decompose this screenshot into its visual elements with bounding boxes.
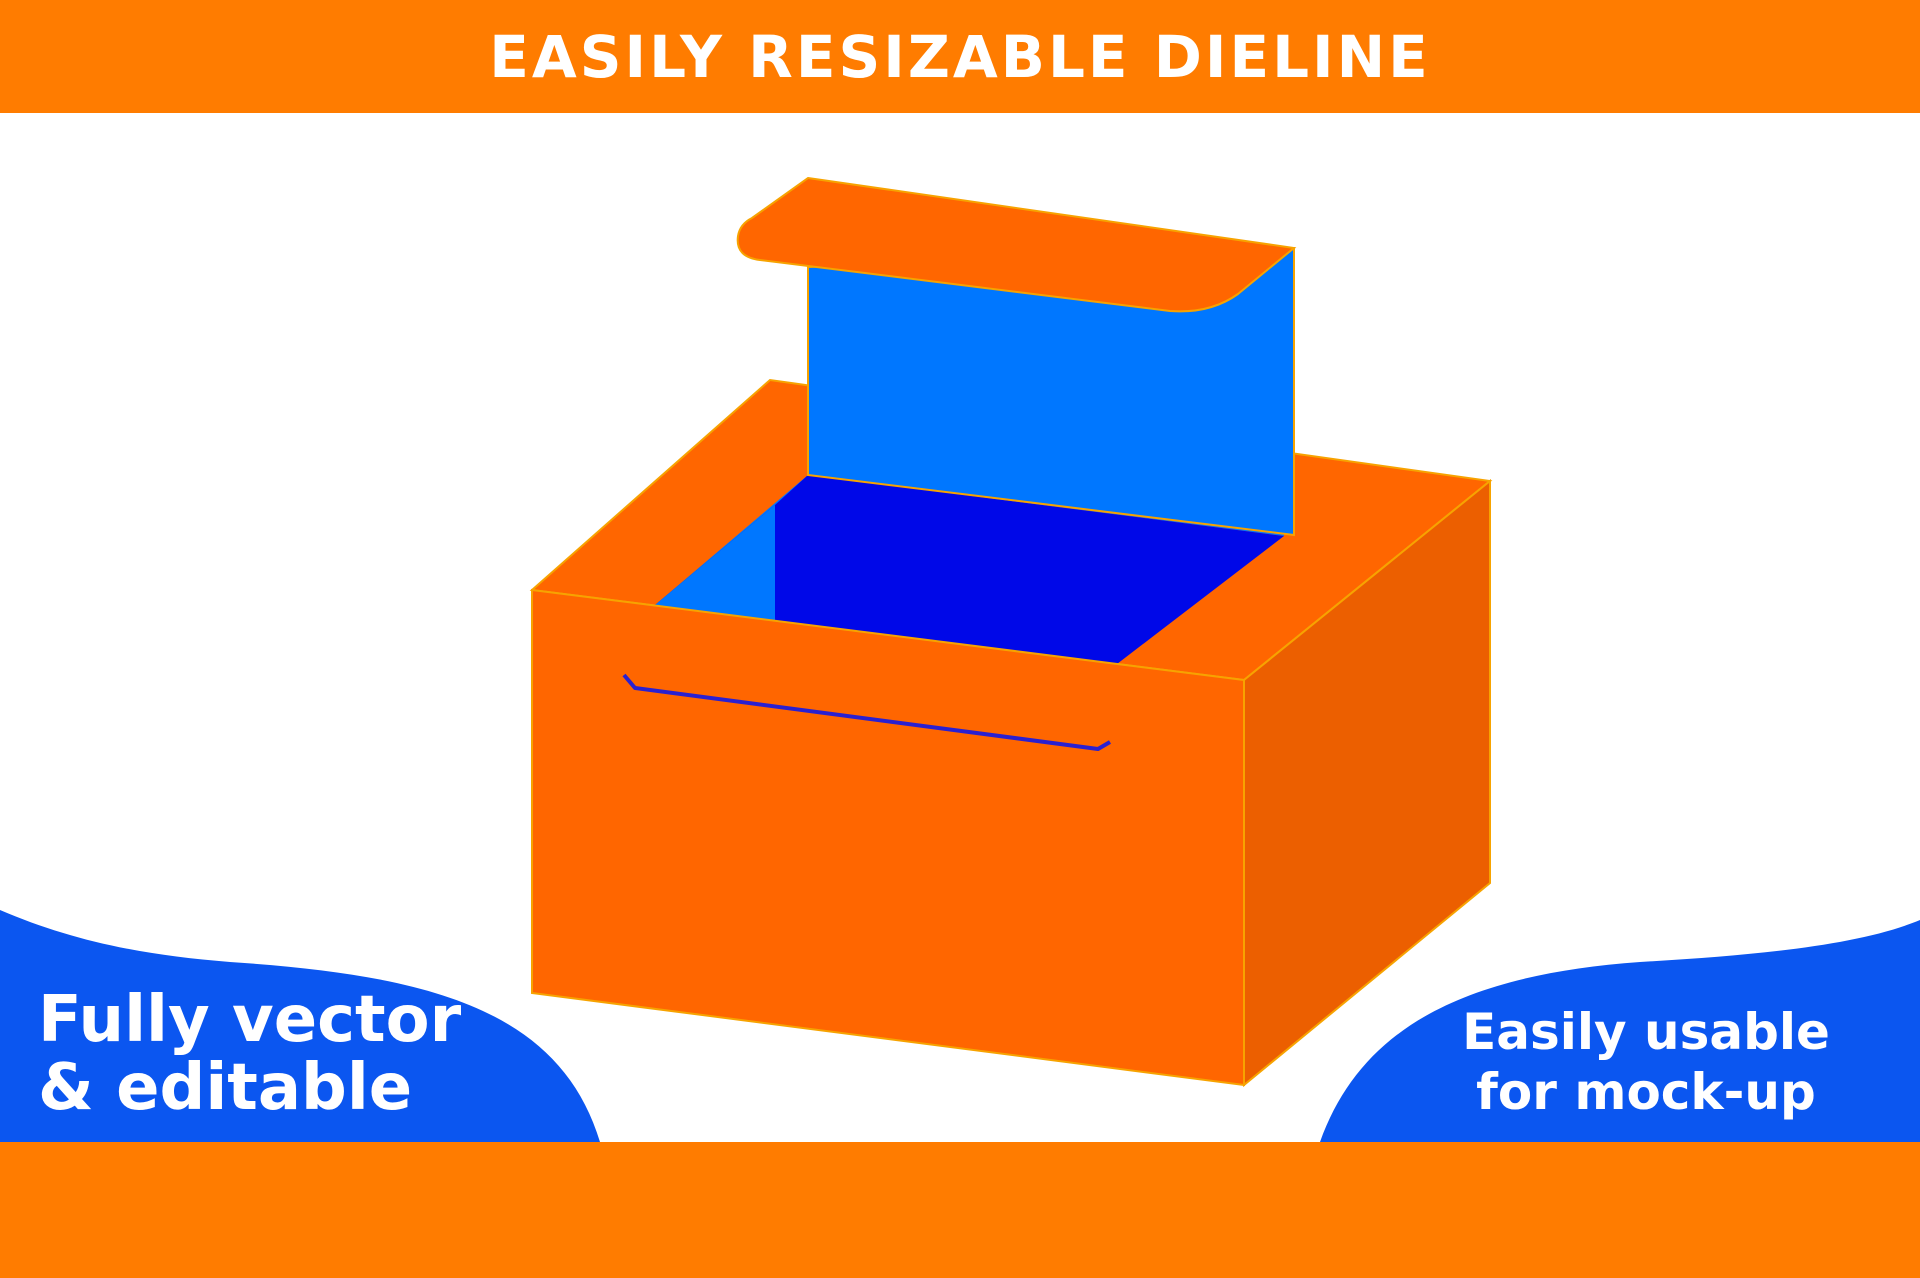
right-wave: [1320, 920, 1920, 1142]
tear-strip-line: [622, 673, 1112, 751]
lid-tuck-flap: [736, 176, 1297, 313]
feature-vector-editable: Fully vector & editable: [38, 986, 461, 1122]
box-side-face: [1243, 478, 1491, 1088]
feature-left-line2: & editable: [38, 1051, 413, 1125]
banner-title: EASILY RESIZABLE DIELINE: [489, 22, 1431, 91]
feature-left-line1: Fully vector: [38, 983, 462, 1057]
feature-right-line2: for mock-up: [1476, 1063, 1816, 1121]
left-wave: [0, 910, 600, 1142]
feature-mockup-usable: Easily usable for mock-up: [1442, 1002, 1850, 1122]
top-banner: EASILY RESIZABLE DIELINE: [0, 0, 1920, 113]
bottom-banner: [0, 1142, 1920, 1278]
feature-right-line1: Easily usable: [1462, 1003, 1830, 1061]
box-interior-left-floor: [655, 505, 775, 628]
box-interior-floor: [655, 475, 1284, 664]
